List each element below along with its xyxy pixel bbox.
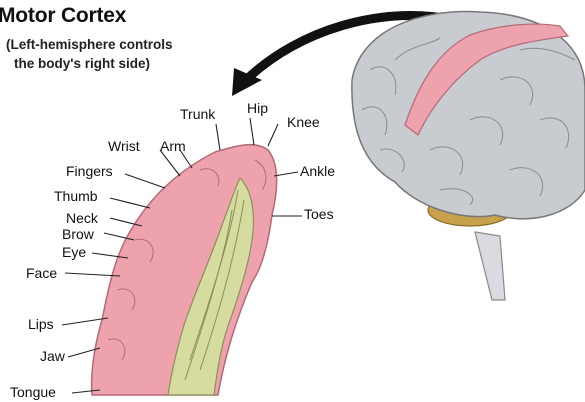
label-arm: Arm bbox=[160, 138, 186, 154]
label-wrist: Wrist bbox=[108, 138, 140, 154]
subtitle-line-1: (Left-hemisphere controls bbox=[6, 37, 173, 52]
label-fingers: Fingers bbox=[66, 163, 113, 179]
cortex-cross-section bbox=[92, 145, 277, 395]
label-toes: Toes bbox=[304, 206, 334, 222]
diagram-title: Motor Cortex bbox=[0, 4, 126, 28]
whole-brain bbox=[352, 12, 585, 300]
label-ankle: Ankle bbox=[300, 163, 335, 179]
label-neck: Neck bbox=[66, 210, 98, 226]
subtitle-line-2: the body's right side) bbox=[14, 56, 150, 71]
label-jaw: Jaw bbox=[40, 348, 65, 364]
label-knee: Knee bbox=[287, 114, 320, 130]
label-thumb: Thumb bbox=[54, 188, 98, 204]
label-hip: Hip bbox=[247, 100, 268, 116]
label-face: Face bbox=[26, 265, 57, 281]
label-eye: Eye bbox=[62, 244, 86, 260]
label-trunk: Trunk bbox=[180, 106, 215, 122]
label-lips: Lips bbox=[28, 316, 54, 332]
label-tongue: Tongue bbox=[10, 384, 56, 400]
label-brow: Brow bbox=[62, 226, 94, 242]
